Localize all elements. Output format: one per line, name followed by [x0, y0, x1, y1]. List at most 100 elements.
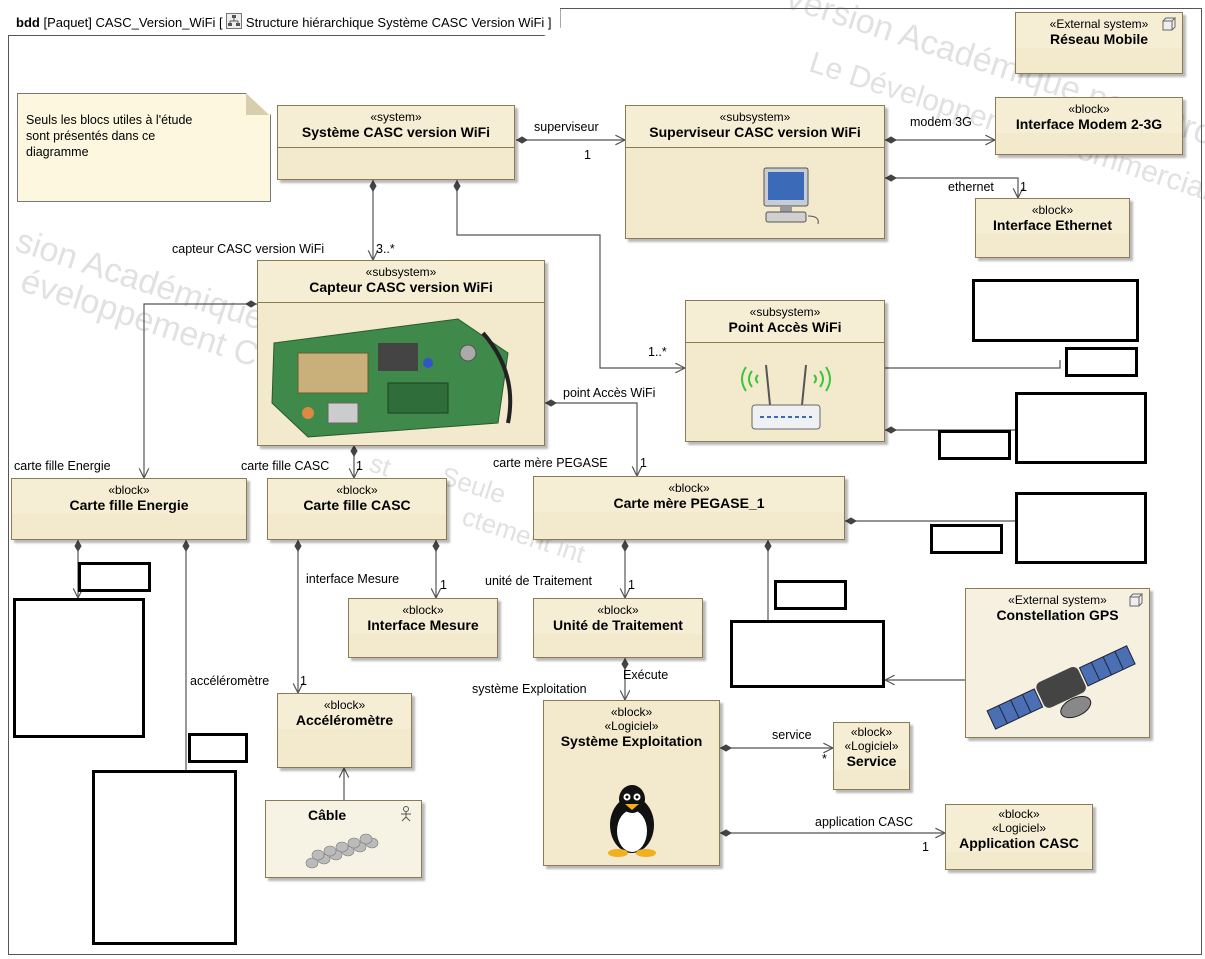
block-superviseur[interactable]: «subsystem» Superviseur CASC version WiF…: [625, 105, 885, 239]
label-interface-mesure: interface Mesure: [306, 572, 400, 586]
block-stereotype: «External system»: [1008, 593, 1107, 607]
label-execute: Exécute: [623, 668, 669, 682]
linux-penguin-icon: [608, 785, 656, 857]
block-name: Accéléromètre: [295, 712, 394, 728]
label-multiplicity: 1: [440, 578, 447, 592]
label-carte-casc: carte fille CASC: [241, 459, 330, 473]
label-multiplicity: 1: [628, 578, 635, 592]
assoc-wifi: [457, 180, 685, 368]
block-name: Application CASC: [959, 835, 1079, 851]
block-systeme-exploitation[interactable]: «block» «Logiciel» Système Exploitation: [543, 700, 720, 866]
redacted-box: [730, 620, 885, 688]
redacted-box: [774, 580, 847, 610]
redacted-box: [1065, 347, 1138, 377]
label-multiplicity: 1: [1020, 180, 1027, 194]
block-application-casc[interactable]: «block» «Logiciel» Application CASC: [945, 804, 1093, 870]
block-name: Unité de Traitement: [553, 617, 683, 633]
redacted-box: [92, 770, 237, 945]
label-multiplicity: 1: [356, 459, 363, 473]
block-stereotype: «External system»: [1049, 17, 1149, 31]
label-multiplicity: 1: [922, 840, 929, 854]
label-multiplicity: 3..*: [376, 242, 395, 256]
block-stereotype: «block»: [323, 698, 366, 712]
label-multiplicity: 1: [584, 148, 591, 162]
actor-name: Câble: [308, 807, 347, 823]
block-stereotype: «block»: [998, 807, 1040, 821]
assoc-carte-energie: [144, 304, 257, 478]
hierarchy-icon: [226, 13, 243, 29]
redacted-box: [78, 562, 151, 592]
label-service: service: [772, 728, 812, 742]
block-stereotype: «system»: [370, 110, 422, 124]
redacted-box: [1015, 492, 1147, 564]
label-accelerometre: accéléromètre: [190, 674, 270, 688]
label-multiplicity: 1..*: [648, 345, 667, 359]
block-name: Interface Mesure: [367, 617, 479, 633]
block-stereotype: «block»: [850, 725, 893, 739]
actor-cable[interactable]: Câble: [265, 800, 422, 878]
diagram-name: Structure hiérarchique Système CASC Vers…: [245, 15, 552, 30]
satellite-icon: [986, 645, 1136, 730]
block-stereotype: «block»: [108, 483, 150, 497]
block-service[interactable]: «block» «Logiciel» Service: [833, 722, 910, 790]
label-multiplicity: *: [822, 752, 827, 766]
block-stereotype: «block»: [668, 481, 710, 495]
block-stereotype: «Logiciel»: [844, 739, 899, 753]
label-systeme-exploitation: système Exploitation: [472, 682, 587, 696]
block-name: Point Accès WiFi: [728, 319, 842, 335]
redacted-box: [930, 524, 1003, 554]
external-system-icon: [1129, 593, 1143, 607]
computer-icon: [763, 167, 819, 225]
assoc-carte-mere: [545, 403, 637, 476]
label-multiplicity: 1: [640, 456, 647, 470]
block-name: Système CASC version WiFi: [301, 124, 491, 140]
block-name: Service: [846, 753, 897, 769]
label-carte-energie: carte fille Energie: [14, 459, 111, 473]
note-fold-corner: [246, 93, 269, 115]
block-capteur-casc[interactable]: «subsystem» Capteur CASC version WiFi: [257, 260, 545, 446]
label-modem-3g: modem 3G: [910, 115, 972, 129]
block-stereotype: «subsystem»: [719, 110, 791, 124]
block-constellation-gps[interactable]: «External system» Constellation GPS: [965, 588, 1150, 738]
block-systeme-casc[interactable]: «system» Système CASC version WiFi: [277, 105, 515, 180]
block-carte-mere-pegase[interactable]: «block» Carte mère PEGASE_1: [533, 476, 845, 540]
label-multiplicity: 1: [300, 674, 307, 688]
block-accelerometre[interactable]: «block» Accéléromètre: [277, 693, 412, 768]
note: Seuls les blocs utiles à l'étude sont pr…: [17, 93, 271, 202]
block-stereotype: «subsystem»: [749, 305, 821, 319]
block-carte-fille-energie[interactable]: «block» Carte fille Energie: [11, 478, 247, 540]
block-name: Carte mère PEGASE_1: [613, 495, 765, 511]
block-stereotype: «block»: [1068, 102, 1110, 116]
block-name: Réseau Mobile: [1049, 31, 1149, 47]
block-interface-modem[interactable]: «block» Interface Modem 2-3G: [995, 97, 1183, 155]
note-line: Seuls les blocs utiles à l'étude: [26, 113, 193, 127]
block-reseau-mobile[interactable]: «External system» Réseau Mobile: [1015, 12, 1183, 74]
block-carte-fille-casc[interactable]: «block» Carte fille CASC: [267, 478, 447, 540]
label-application: application CASC: [815, 815, 913, 829]
block-interface-ethernet[interactable]: «block» Interface Ethernet: [975, 198, 1130, 258]
block-name: Constellation GPS: [996, 607, 1119, 623]
block-stereotype: «block»: [402, 603, 444, 617]
block-stereotype: «Logiciel»: [604, 719, 659, 733]
block-interface-mesure[interactable]: «block» Interface Mesure: [348, 598, 498, 658]
block-point-acces-wifi[interactable]: «subsystem» Point Accès WiFi: [685, 300, 885, 442]
block-name: Capteur CASC version WiFi: [309, 279, 493, 295]
note-line: diagramme: [26, 145, 89, 159]
label-superviseur: superviseur: [534, 120, 599, 134]
label-capteur: capteur CASC version WiFi: [172, 242, 325, 256]
block-stereotype: «subsystem»: [365, 265, 437, 279]
block-unite-traitement[interactable]: «block» Unité de Traitement: [533, 598, 703, 658]
block-name: Interface Ethernet: [992, 217, 1113, 233]
actor-icon: [401, 806, 411, 822]
diagram-kind: bdd: [16, 15, 40, 30]
block-name: Carte fille Energie: [69, 497, 189, 513]
block-name: Système Exploitation: [560, 733, 703, 749]
circuit-board-image: [271, 318, 513, 438]
block-name: Carte fille CASC: [303, 497, 411, 513]
diagram-title: bdd [Paquet] CASC_Version_WiFi [ Structu…: [8, 8, 561, 36]
redacted-box: [13, 598, 145, 738]
block-stereotype: «block»: [336, 483, 378, 497]
assoc-wifi-redacted-1: [885, 360, 1061, 369]
label-ethernet: ethernet: [948, 180, 994, 194]
cable-bundle-image: [305, 833, 379, 869]
